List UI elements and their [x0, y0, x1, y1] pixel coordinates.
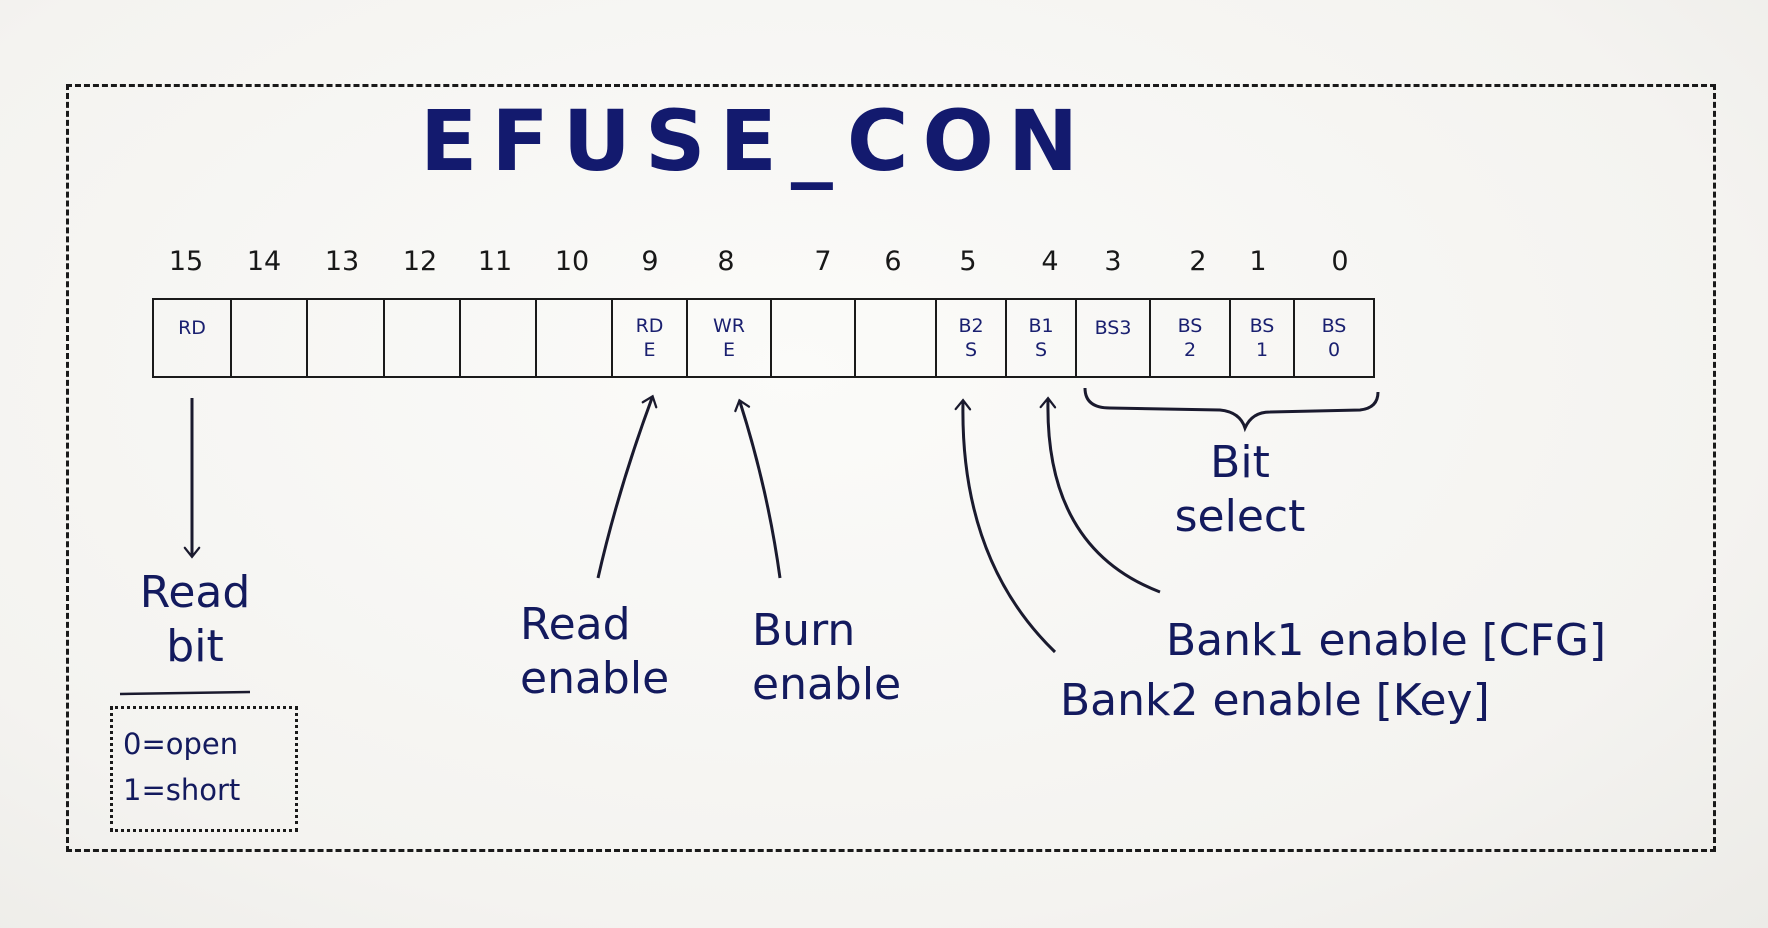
field-bs1: BS 1 — [1249, 315, 1275, 361]
register-cell-7 — [770, 298, 856, 378]
field-bs2: BS 2 — [1177, 315, 1203, 361]
bit-number-1: 1 — [1249, 246, 1267, 277]
bit-select-label: Bit select — [1174, 437, 1306, 542]
bit-number-3: 3 — [1104, 246, 1122, 277]
bit-number-15: 15 — [168, 246, 204, 277]
bit-number-7: 7 — [814, 246, 832, 277]
dashed-frame — [66, 84, 1716, 852]
field-b2s: B2 S — [958, 315, 984, 361]
bank2-enable-label: Bank2 enable [Key] — [1060, 675, 1490, 726]
register-cell-0 — [1293, 298, 1375, 378]
bit-number-6: 6 — [884, 246, 902, 277]
register-cell-13 — [306, 298, 385, 378]
bit-number-4: 4 — [1041, 246, 1059, 277]
register-cell-11 — [459, 298, 537, 378]
bit-number-5: 5 — [959, 246, 977, 277]
bit-number-11: 11 — [477, 246, 513, 277]
read-bit-label: Read bit — [139, 567, 251, 672]
field-rd: RD — [178, 317, 206, 339]
register-cell-14 — [230, 298, 308, 378]
field-bs3: BS3 — [1094, 317, 1132, 339]
legend-short: 1=short — [123, 773, 241, 807]
bit-number-9: 9 — [641, 246, 659, 277]
bit-number-14: 14 — [246, 246, 282, 277]
field-wre: WR E — [713, 315, 745, 361]
register-title: EFUSE_CON — [420, 92, 1093, 190]
read-enable-label: Read enable — [520, 599, 670, 704]
register-cell-10 — [535, 298, 613, 378]
register-cell-12 — [383, 298, 461, 378]
bit-number-13: 13 — [324, 246, 360, 277]
bit-number-0: 0 — [1331, 246, 1349, 277]
field-bs0: BS 0 — [1321, 315, 1347, 361]
bit-number-10: 10 — [554, 246, 590, 277]
bit-number-8: 8 — [717, 246, 735, 277]
register-cell-6 — [854, 298, 937, 378]
read-bit-legend: 0=open 1=short — [110, 706, 298, 832]
field-b1s: B1 S — [1028, 315, 1054, 361]
bit-number-2: 2 — [1189, 246, 1207, 277]
bit-number-12: 12 — [402, 246, 438, 277]
burn-enable-label: Burn enable — [752, 605, 902, 710]
field-rde: RD E — [635, 315, 664, 361]
bank1-enable-label: Bank1 enable [CFG] — [1166, 615, 1607, 666]
legend-open: 0=open — [123, 727, 239, 761]
